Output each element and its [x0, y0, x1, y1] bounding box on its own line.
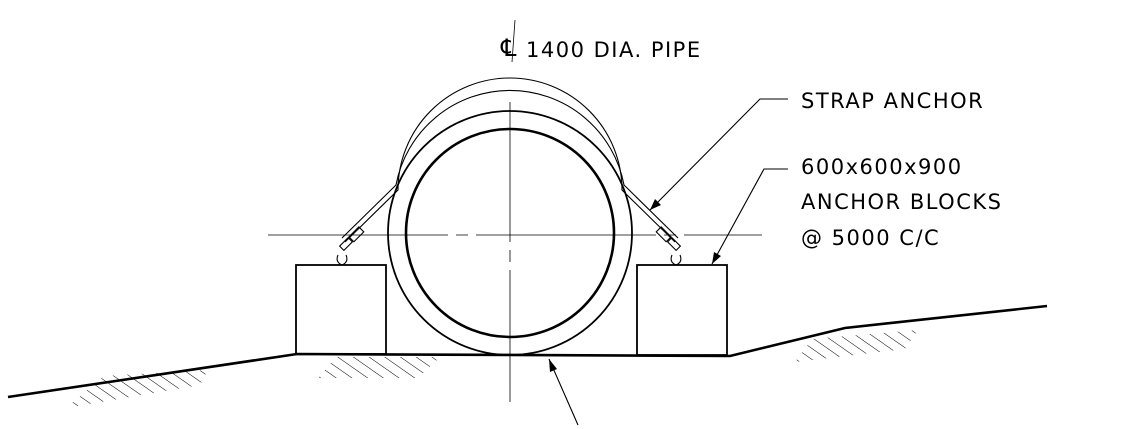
right-anchor-block	[636, 264, 728, 356]
pipe-outer-circle	[387, 110, 633, 356]
anchor-blocks-spacing-label: @ 5000 C/C	[801, 226, 940, 250]
leader-lines	[548, 98, 788, 426]
strap-anchor	[336, 77, 682, 266]
earth-hatching	[66, 330, 918, 408]
ground-line	[7, 304, 1048, 399]
anchor-blocks-label: ANCHOR BLOCKS	[801, 190, 1002, 214]
pipe-inner-circle	[404, 127, 616, 339]
left-turnbuckle	[336, 226, 365, 266]
anchor-blocks-size-label: 600x600x900	[801, 155, 963, 179]
right-turnbuckle	[655, 226, 682, 266]
left-anchor-block	[295, 264, 387, 355]
pipe-label: 1400 DIA. PIPE	[526, 38, 702, 62]
pipe	[387, 110, 633, 356]
strap-anchor-label: STRAP ANCHOR	[801, 89, 984, 113]
centerline-symbol: ℄	[500, 34, 518, 62]
centerlines	[268, 19, 762, 402]
